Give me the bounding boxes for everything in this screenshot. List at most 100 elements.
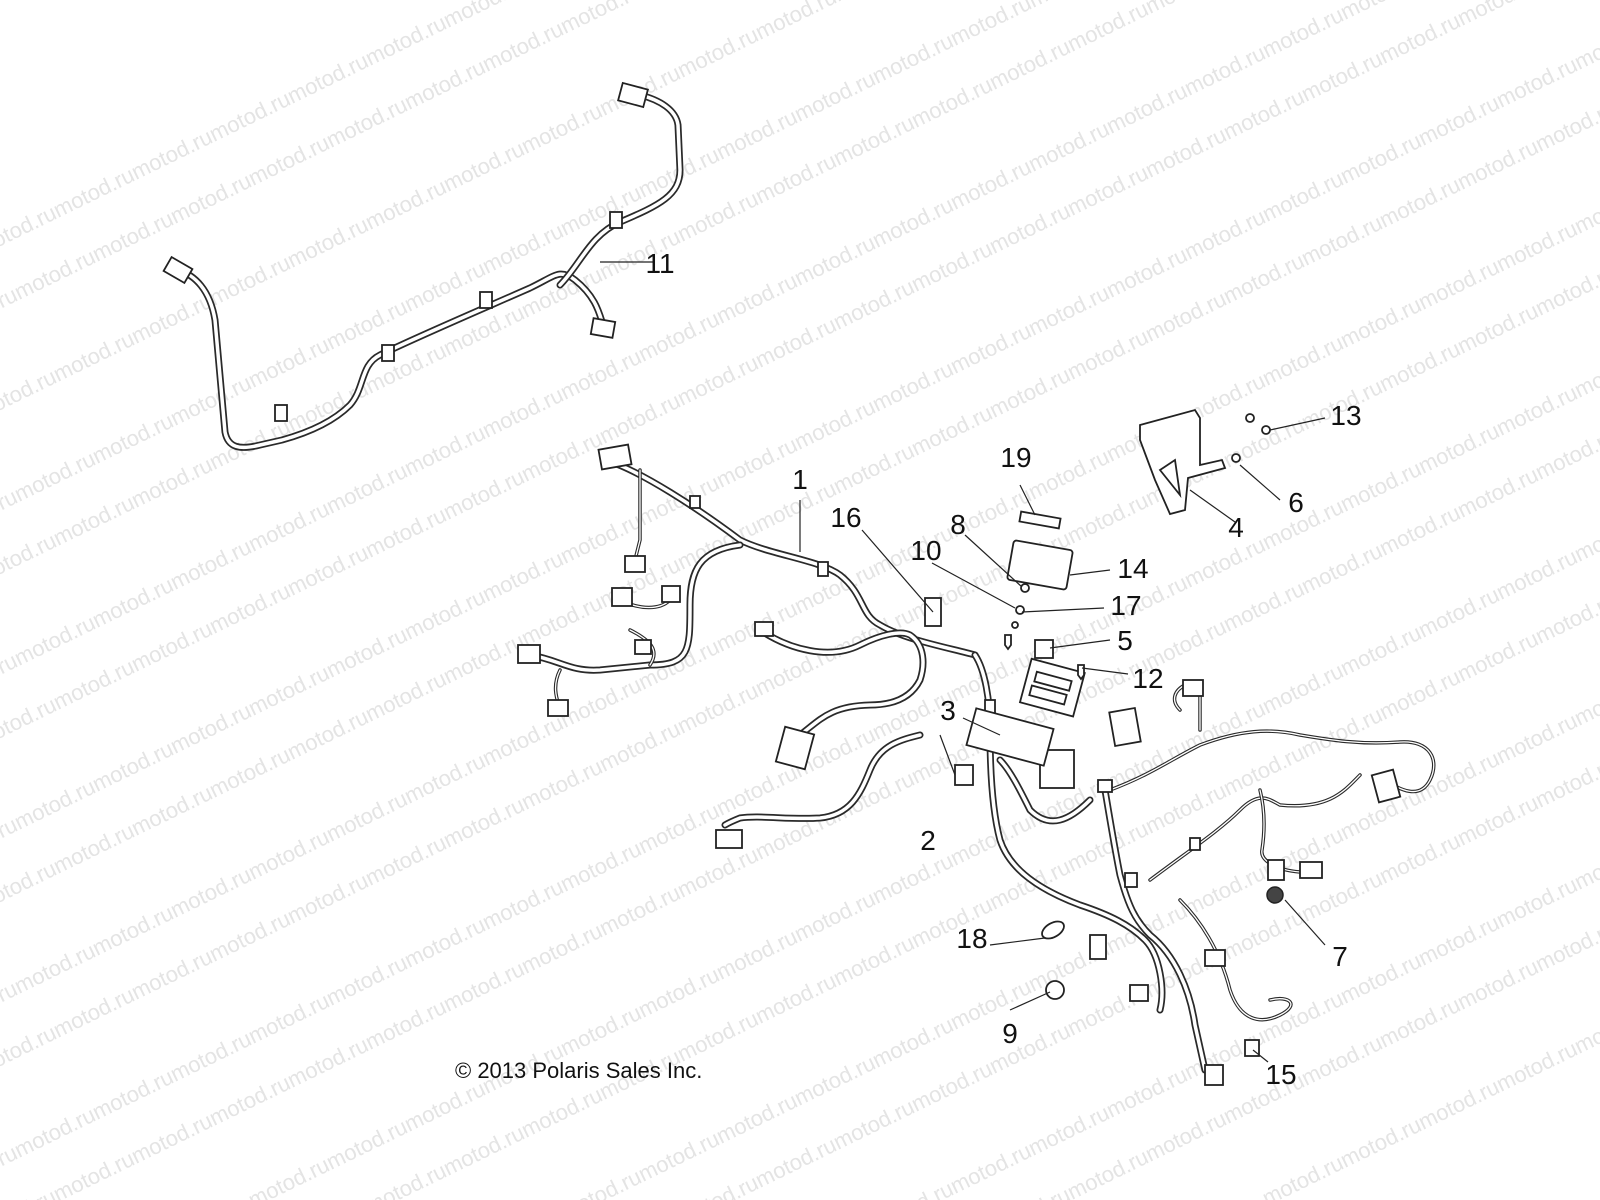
watermark-text: motod.ru bbox=[751, 1132, 840, 1193]
watermark-text: motod.ru bbox=[1531, 260, 1600, 321]
watermark-text: motod.ru bbox=[907, 72, 996, 133]
callout-18: 18 bbox=[956, 923, 987, 954]
watermark-text: motod.ru bbox=[1492, 708, 1581, 769]
watermark-text: motod.ru bbox=[673, 350, 762, 411]
watermark-text: motod.ru bbox=[0, 1020, 60, 1081]
watermark-text: motod.ru bbox=[1531, 752, 1600, 813]
watermark-text: motod.ru bbox=[1414, 910, 1503, 971]
watermark-text: motod.ru bbox=[283, 704, 372, 765]
watermark-text: motod.ru bbox=[556, 672, 645, 733]
watermark-text: motod.ru bbox=[946, 810, 1035, 871]
watermark-text: motod.ru bbox=[829, 438, 918, 499]
watermark-text: motod.ru bbox=[49, 1146, 138, 1200]
callout-1: 1 bbox=[792, 464, 808, 495]
watermark-text: motod.ru bbox=[946, 154, 1035, 215]
watermark-text: motod.ru bbox=[478, 16, 567, 77]
watermark-text: motod.ru bbox=[1375, 828, 1464, 889]
watermark-text: motod.ru bbox=[1258, 166, 1347, 227]
watermark-text: motod.ru bbox=[400, 256, 489, 317]
watermark-text: motod.ru bbox=[907, 1056, 996, 1117]
fuse-box-assembly bbox=[924, 510, 1285, 1057]
callout-14: 14 bbox=[1117, 553, 1148, 584]
watermark-text: motod.ru bbox=[1219, 84, 1308, 145]
watermark-text: motod.ru bbox=[10, 938, 99, 999]
leader-lines bbox=[600, 261, 1326, 1063]
watermark-text: motod.ru bbox=[1180, 204, 1269, 265]
watermark-text: motod.ru bbox=[0, 528, 60, 589]
watermark-text: motod.ru bbox=[751, 148, 840, 209]
bracket-icon bbox=[1139, 408, 1227, 516]
watermark-text: motod.ru bbox=[1492, 216, 1581, 277]
watermark-text: motod.ru bbox=[517, 1082, 606, 1143]
connector-icon bbox=[162, 255, 194, 285]
watermark-text: motod.ru bbox=[595, 880, 684, 941]
watermark-text: motod.ru bbox=[829, 110, 918, 171]
watermark-text: motod.ru bbox=[556, 1164, 645, 1200]
watermark-text: motod.ru bbox=[127, 452, 216, 513]
watermark-text: motod.ru bbox=[1297, 1030, 1386, 1091]
watermark-text: motod.ru bbox=[283, 212, 372, 273]
watermark-text: motod.ru bbox=[400, 912, 489, 973]
watermark-text: motod.ru bbox=[868, 28, 957, 89]
watermark-text: motod.ru bbox=[244, 332, 333, 393]
watermark-text: motod.ru bbox=[1414, 254, 1503, 315]
watermark-text: motod.ru bbox=[1531, 916, 1600, 977]
connector-icon bbox=[1089, 934, 1107, 960]
watermark-text: motod.ru bbox=[985, 1182, 1074, 1200]
watermark-text: motod.ru bbox=[829, 930, 918, 991]
watermark-text: motod.ru bbox=[361, 10, 450, 71]
watermark-text: motod.ru bbox=[673, 842, 762, 903]
watermark-text: motod.ru bbox=[283, 540, 372, 601]
watermark-text: motod.ru bbox=[205, 250, 294, 311]
grommet-icon bbox=[954, 764, 974, 786]
connector-icon bbox=[1204, 1064, 1224, 1086]
callout-17: 17 bbox=[1110, 590, 1141, 621]
connector-icon bbox=[1108, 706, 1142, 748]
watermark-text: motod.ru bbox=[283, 48, 372, 109]
grommet-icon bbox=[1041, 920, 1065, 940]
watermark-text: motod.ru bbox=[49, 162, 138, 223]
watermark-text: motod.ru bbox=[244, 496, 333, 557]
watermark-text: motod.ru bbox=[1180, 40, 1269, 101]
watermark-text: motod.ru bbox=[400, 584, 489, 645]
watermark-text: motod.ru bbox=[1141, 1106, 1230, 1167]
watermark-text: motod.ru bbox=[1414, 418, 1503, 479]
watermark-text: motod.ru bbox=[1531, 96, 1600, 157]
watermark-text: motod.ru bbox=[1453, 626, 1542, 687]
watermark-text: motod.ru bbox=[439, 1120, 528, 1181]
callout-7: 7 bbox=[1332, 941, 1348, 972]
watermark-text: motod.ru bbox=[1063, 160, 1152, 221]
connector-icon bbox=[661, 585, 681, 603]
screw-icon bbox=[1004, 634, 1012, 651]
callout-19: 19 bbox=[1000, 442, 1031, 473]
watermark-text: motod.ru bbox=[1336, 1112, 1425, 1173]
watermark-text: motod.ru bbox=[205, 742, 294, 803]
watermark-text: motod.ru bbox=[1219, 740, 1308, 801]
watermark-text: motod.ru bbox=[1180, 860, 1269, 921]
watermark-text: motod.ru bbox=[127, 780, 216, 841]
watermark-text: motod.ru bbox=[751, 0, 840, 44]
watermark-text: motod.ru bbox=[439, 464, 528, 525]
watermark-text: motod.ru bbox=[439, 0, 528, 32]
watermark-text: motod.ru bbox=[907, 236, 996, 297]
watermark-text: motod.ru bbox=[1375, 336, 1464, 397]
watermark-text: motod.ru bbox=[283, 1032, 372, 1093]
watermark-text: motod.ru bbox=[517, 754, 606, 815]
connector-icon bbox=[547, 699, 569, 717]
watermark-text: motod.ru bbox=[283, 868, 372, 929]
watermark-text: motod.ru bbox=[517, 918, 606, 979]
washer-icon bbox=[1020, 583, 1030, 593]
watermark-text: motod.ru bbox=[1453, 790, 1542, 851]
watermark-text: motod.ru bbox=[1375, 8, 1464, 69]
bolt-icon bbox=[1231, 453, 1241, 463]
watermark-text: motod.ru bbox=[673, 186, 762, 247]
watermark-text: motod.ru bbox=[1063, 488, 1152, 549]
watermark-text: motod.ru bbox=[205, 86, 294, 147]
watermark-text: motod.ru bbox=[244, 660, 333, 721]
watermark-text: motod.ru bbox=[1414, 582, 1503, 643]
watermark-text: motod.ru bbox=[127, 288, 216, 349]
connector-icon bbox=[715, 829, 743, 849]
watermark-text: motod.ru bbox=[751, 804, 840, 865]
watermark-text: motod.ru bbox=[439, 792, 528, 853]
clip-icon bbox=[1129, 984, 1149, 1002]
